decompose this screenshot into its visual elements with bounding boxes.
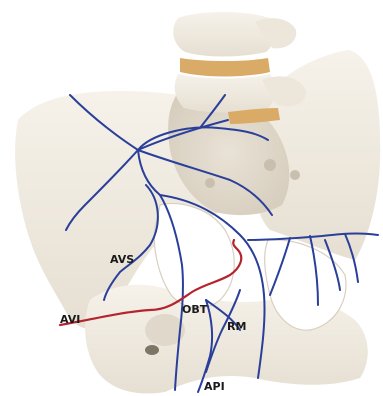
label-avs: AVS [110, 253, 134, 266]
sacral-foramen [264, 159, 276, 171]
intervertebral-disc-upper [180, 58, 270, 77]
vertebra-upper [173, 12, 275, 57]
sacral-foramen [290, 170, 300, 180]
ischial-tuberosity-shadow [145, 345, 159, 355]
label-rm: RM [227, 320, 246, 333]
sacral-foramen [205, 178, 215, 188]
label-avi: AVI [60, 313, 80, 326]
label-api: API [204, 380, 225, 393]
label-obt: OBT [182, 303, 208, 316]
vertebra-lower [175, 74, 275, 113]
